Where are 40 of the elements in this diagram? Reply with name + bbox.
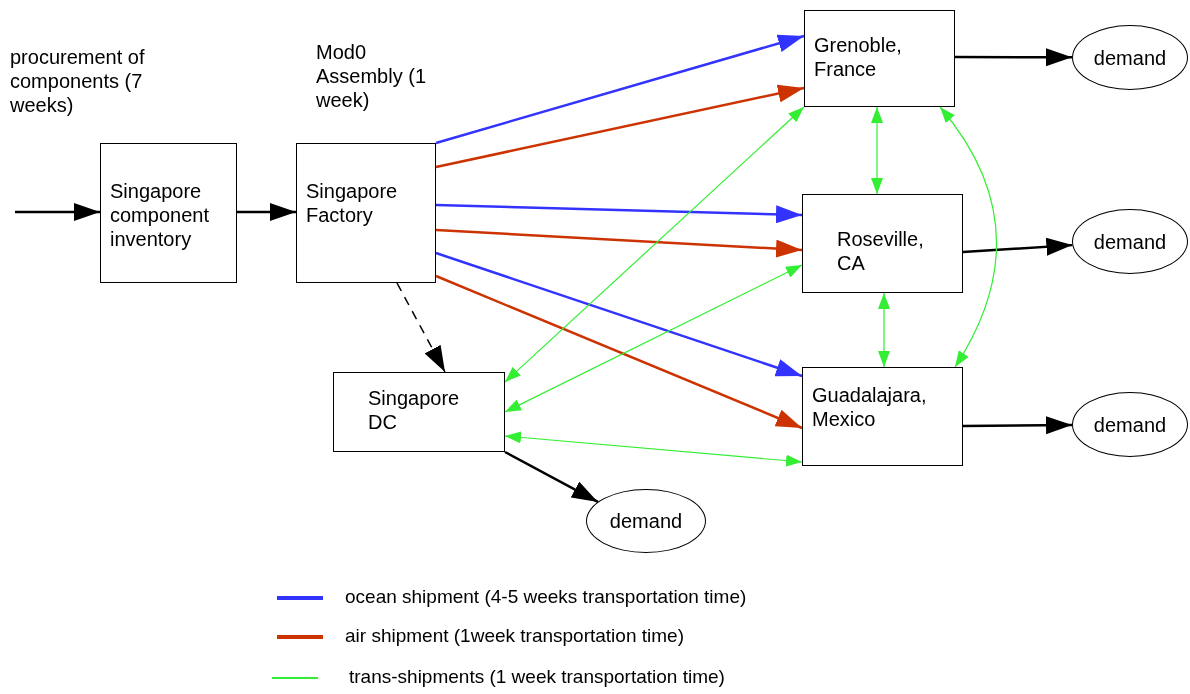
arrow — [237, 203, 296, 221]
node-label: demand — [1093, 229, 1167, 254]
arrow — [396, 282, 446, 373]
arrow — [15, 203, 100, 221]
node-label: Guadalajara, Mexico — [812, 384, 927, 430]
node-label: demand — [1093, 45, 1167, 70]
arrow — [963, 416, 1073, 435]
arrow — [435, 84, 805, 169]
location-box — [802, 367, 963, 466]
node-label: Singapore Factory — [306, 180, 398, 226]
legend-label: ocean shipment (4-5 weeks transportation time) — [345, 586, 747, 608]
location-box — [804, 10, 955, 107]
arrow — [435, 251, 803, 378]
arrow — [435, 228, 803, 258]
node-label: demand — [1093, 412, 1167, 437]
arrow — [435, 203, 803, 224]
arrow — [435, 34, 805, 145]
arrow — [504, 450, 599, 503]
legend-label: air shipment (1week transportation time) — [345, 625, 684, 647]
arrow — [504, 106, 805, 383]
arrow — [435, 274, 803, 430]
node-label: Singapore DC — [367, 386, 461, 434]
arrow — [504, 264, 803, 413]
legend-label: trans-shipments (1 week transportation time) — [349, 666, 725, 688]
node-label: Singapore component inventory — [110, 180, 209, 250]
arrow — [504, 431, 803, 467]
location-box — [333, 372, 505, 452]
node-label: Grenoble, France — [814, 34, 902, 80]
arrow — [871, 106, 883, 195]
node-label: Roseville, CA — [836, 227, 925, 275]
arrow — [878, 292, 890, 368]
arrow — [962, 237, 1073, 256]
location-box — [802, 194, 963, 293]
location-box — [100, 143, 237, 283]
stage-note: Mod0 Assembly (1 week) — [316, 40, 428, 112]
node-label: demand — [609, 509, 683, 533]
stage-note: procurement of components (7 weeks) — [10, 45, 146, 117]
location-box — [296, 143, 436, 283]
arrow — [939, 106, 997, 368]
arrow — [955, 48, 1072, 67]
